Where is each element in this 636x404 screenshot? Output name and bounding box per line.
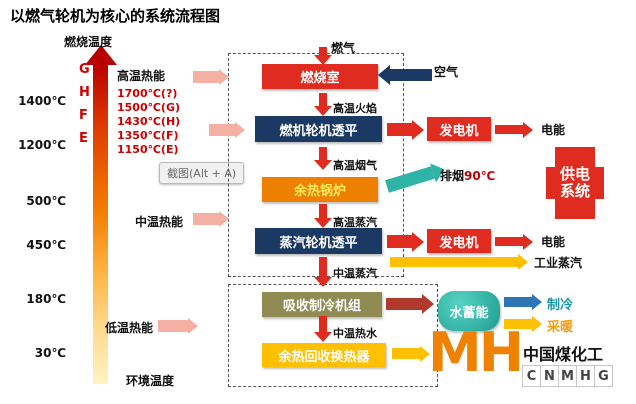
exhaust-label: 排烟90℃ [440, 169, 496, 183]
gas-turbine-node: 燃机轮机透平 [255, 116, 382, 142]
waste-heat-boiler-node: 余热锅炉 [262, 177, 378, 202]
turbine-class-temps: 1700℃(?) 1500℃(G) 1430℃(H) 1350℃(F) 1150… [117, 87, 181, 156]
screenshot-tooltip: 截图(Alt + A) [159, 162, 245, 184]
high-zone-arrow-1-icon [193, 71, 219, 83]
class-letter-g: G [79, 62, 90, 77]
mt-steam-label: 中温蒸汽 [333, 267, 377, 280]
air-label: 空气 [434, 65, 459, 79]
mt-steam-arrow-icon [319, 257, 327, 277]
low-zone-label: 低温热能 [105, 321, 154, 335]
combustor-node: 燃烧室 [262, 64, 378, 89]
temperature-scale-arrow [93, 64, 108, 384]
logo-company-name: 中国煤化工 [523, 345, 604, 364]
mid-zone-label: 中温热能 [135, 215, 184, 229]
heating-label: 采暖 [547, 320, 574, 335]
flue-gas-arrow-icon [319, 147, 327, 160]
axis-temp-1200: 1200℃ [18, 138, 66, 152]
cooling-arrow-icon [504, 297, 532, 307]
scale-arrow-head-icon [85, 45, 117, 65]
electric-bottom-arrow-icon [495, 237, 523, 246]
mid-zone-arrow-icon [193, 213, 219, 225]
axis-temp-30: 30℃ [34, 346, 66, 360]
electric-top-arrow-icon [495, 125, 523, 134]
air-flow-arrow-icon [390, 69, 432, 81]
axis-temp-500: 500℃ [26, 194, 66, 208]
power-supply-system-node: 供电 系统 [546, 147, 604, 219]
mt-water-arrow-icon [319, 316, 327, 332]
axis-temp-1400: 1400℃ [18, 94, 66, 108]
cooling-label: 制冷 [547, 298, 574, 313]
chiller-to-storage-arrow-icon [386, 298, 422, 310]
heat-exchanger-node: 余热回收换热器 [262, 343, 386, 367]
mt-water-label: 中温热水 [333, 327, 377, 340]
ambient-temp-label: 环境温度 [126, 374, 175, 388]
power-supply-system-label: 供电 系统 [559, 165, 590, 200]
page-title: 以燃气轮机为核心的系统流程图 [10, 7, 221, 25]
axis-temp-180: 180℃ [26, 292, 66, 306]
fuel-flow-arrow-icon [319, 47, 327, 55]
ht-steam-label: 高温蒸汽 [333, 216, 377, 229]
flue-gas-label: 高温烟气 [333, 159, 377, 172]
industrial-steam-arrow-icon [390, 257, 518, 267]
flame-flow-arrow-icon [319, 93, 327, 106]
industrial-steam-label: 工业蒸汽 [534, 256, 583, 270]
gas-turbine-to-generator-arrow-icon [387, 123, 412, 136]
fuel-gas-label: 燃气 [331, 41, 356, 55]
generator-bottom-node: 发电机 [427, 229, 491, 253]
logo-letters: C N M H G [522, 365, 613, 387]
steam-turbine-to-generator-arrow-icon [387, 235, 412, 248]
electric-bottom-label: 电能 [541, 235, 566, 249]
high-zone-arrow-2-icon [209, 124, 235, 136]
class-letter-e: E [79, 131, 88, 146]
absorption-chiller-node: 吸收制冷机组 [262, 292, 382, 317]
heating-arrow-icon [504, 319, 532, 329]
electric-top-label: 电能 [541, 123, 566, 137]
axis-temp-450: 450℃ [26, 238, 66, 252]
class-letter-f: F [79, 108, 88, 123]
mh-logo-icon: MH [428, 321, 524, 384]
exchanger-output-arrow-icon [392, 348, 420, 359]
lower-dashed-frame [228, 284, 438, 387]
generator-top-node: 发电机 [427, 117, 491, 141]
combustion-temp-label: 燃烧温度 [64, 35, 113, 49]
class-letter-h: H [79, 85, 90, 100]
high-zone-label: 高温热能 [117, 69, 166, 83]
low-zone-arrow-icon [158, 320, 188, 332]
water-storage-node: 水蓄能 [438, 291, 500, 331]
steam-turbine-node: 蒸汽轮机透平 [255, 228, 382, 254]
flame-label: 高温火焰 [333, 102, 377, 115]
ht-steam-arrow-icon [319, 204, 327, 218]
